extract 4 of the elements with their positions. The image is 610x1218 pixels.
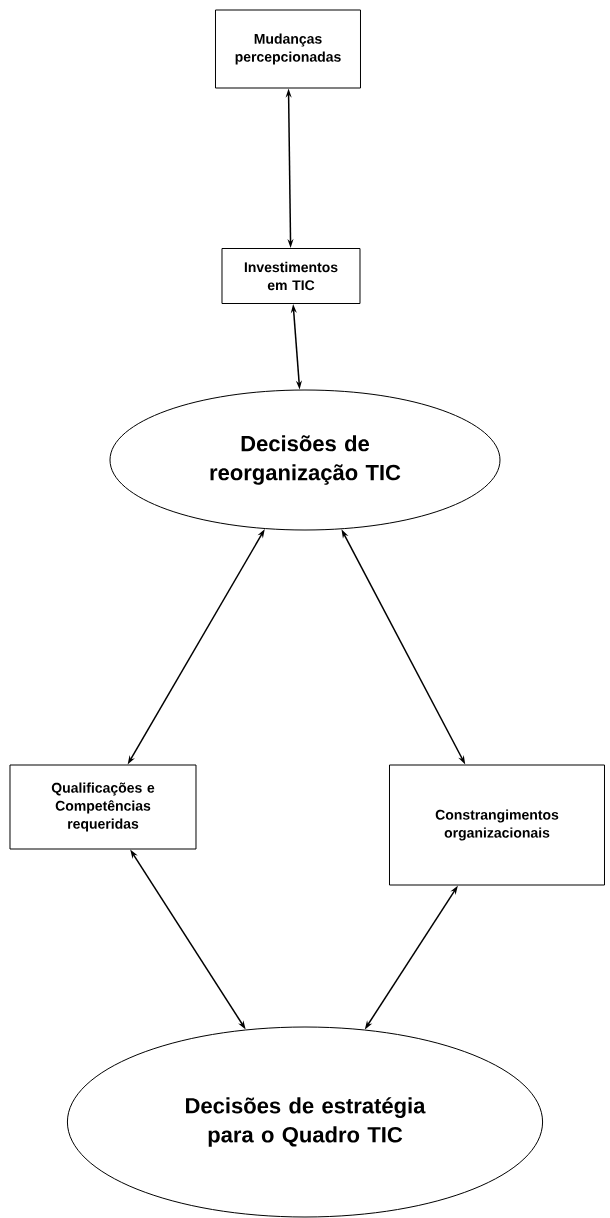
process-box: Constrangimentos organizacionais [389,764,605,886]
process-box: Investimentos em TIC [221,248,361,304]
process-box: Qualificações e Competências requeridas [9,764,197,850]
process-box: Mudanças percepcionadas [215,9,361,89]
